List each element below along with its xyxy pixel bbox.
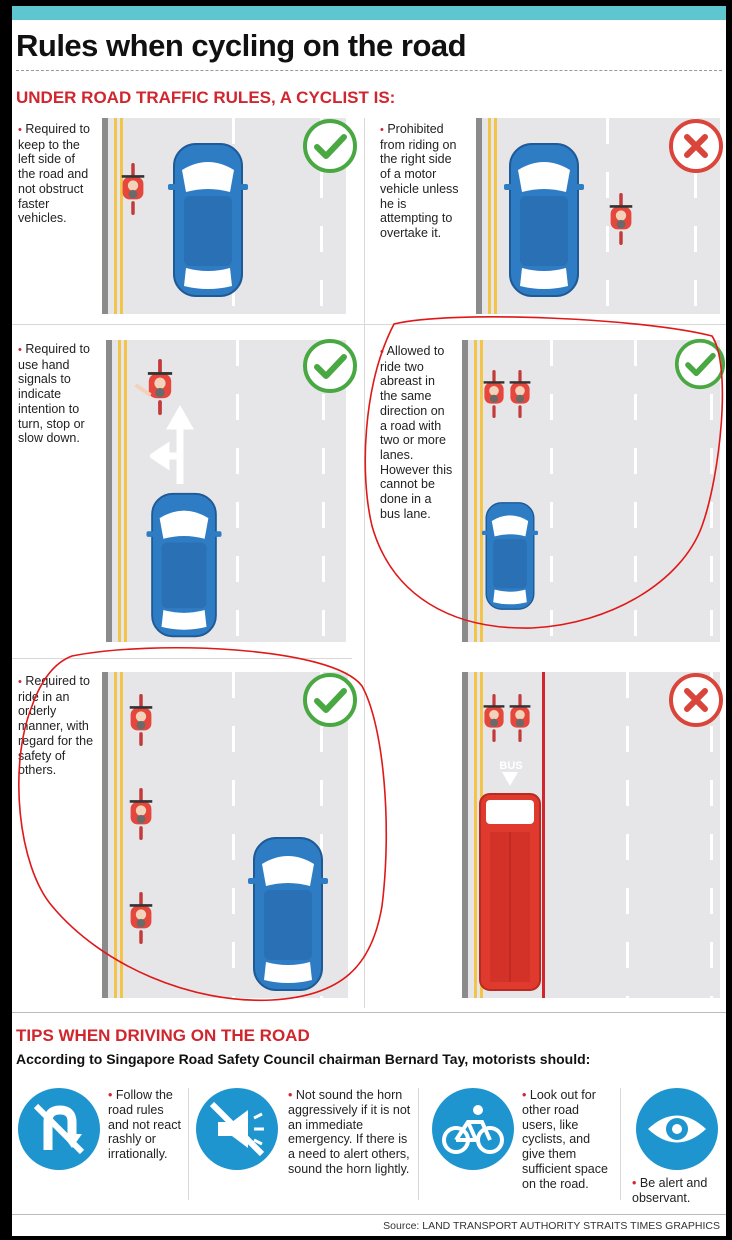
tips-divider bbox=[12, 1012, 726, 1013]
car bbox=[504, 140, 584, 300]
row-divider bbox=[12, 324, 726, 325]
bus-lane-arrow bbox=[502, 772, 518, 786]
source-credit: Source: LAND TRANSPORT AUTHORITY STRAITS… bbox=[383, 1220, 720, 1232]
top-accent-bar bbox=[12, 6, 726, 20]
tip-text: • Look out for other road users, like cy… bbox=[522, 1088, 608, 1191]
tip-divider bbox=[620, 1088, 621, 1200]
infographic-page: Rules when cycling on the road UNDER ROA… bbox=[12, 6, 726, 1236]
tip-text: • Be alert and observant. bbox=[632, 1176, 708, 1205]
rule-panel-orderly-manner: • Required to ride in an orderly manner,… bbox=[12, 668, 364, 1004]
car bbox=[168, 140, 248, 300]
cyclist bbox=[482, 692, 506, 744]
rule-panel-hand-signals: • Required to use hand signals to indica… bbox=[12, 336, 364, 652]
check-icon bbox=[302, 672, 358, 728]
tip-divider bbox=[418, 1088, 419, 1200]
title-divider bbox=[16, 70, 722, 71]
bus-lane-marking: BUS bbox=[499, 760, 523, 772]
no-u-turn-icon bbox=[18, 1088, 100, 1170]
car bbox=[482, 500, 538, 612]
footer-divider bbox=[12, 1214, 726, 1215]
rule-panel-keep-left: • Required to keep to the left side of t… bbox=[12, 118, 364, 318]
cyclist bbox=[128, 890, 154, 946]
tip-divider bbox=[188, 1088, 189, 1200]
rule-panel-no-right-side: • Prohibited from riding on the right si… bbox=[374, 118, 726, 318]
tips-subheading: According to Singapore Road Safety Counc… bbox=[16, 1051, 591, 1067]
rules-section-heading: UNDER ROAD TRAFFIC RULES, A CYCLIST IS: bbox=[16, 88, 396, 107]
cyclist bbox=[482, 368, 506, 420]
cyclist bbox=[508, 368, 532, 420]
rule-text: • Required to use hand signals to indica… bbox=[18, 342, 90, 446]
page-title: Rules when cycling on the road bbox=[16, 28, 467, 63]
rule-panel-two-abreast: • Allowed to ride two abreast in the sam… bbox=[374, 336, 726, 652]
column-divider bbox=[364, 118, 365, 1008]
bus bbox=[479, 793, 541, 991]
road-illustration bbox=[106, 340, 346, 642]
rule-panel-no-bus-lane: BUS bbox=[374, 668, 726, 1004]
check-icon bbox=[302, 118, 358, 174]
rule-text: • Required to ride in an orderly manner,… bbox=[18, 674, 94, 778]
tip-text: • Not sound the horn aggressively if it … bbox=[288, 1088, 411, 1176]
cross-icon bbox=[668, 672, 724, 728]
tip-text: • Follow the road rules and not react ra… bbox=[108, 1088, 181, 1162]
rule-text: • Prohibited from riding on the right si… bbox=[380, 122, 459, 240]
rule-text: • Allowed to ride two abreast in the sam… bbox=[380, 344, 453, 521]
road-illustration: BUS bbox=[462, 672, 720, 998]
cyclist bbox=[128, 692, 154, 748]
car bbox=[248, 834, 328, 994]
turn-arrow-icon bbox=[150, 404, 195, 484]
check-icon bbox=[302, 338, 358, 394]
cyclist bbox=[120, 162, 146, 216]
cyclist bbox=[608, 192, 634, 246]
tips-heading: TIPS WHEN DRIVING ON THE ROAD bbox=[16, 1026, 310, 1045]
rule-text: • Required to keep to the left side of t… bbox=[18, 122, 90, 226]
no-horn-icon bbox=[196, 1088, 278, 1170]
car bbox=[146, 490, 222, 640]
cyclist bbox=[128, 786, 154, 842]
bicycle-icon bbox=[432, 1088, 514, 1170]
row-divider bbox=[12, 658, 352, 659]
check-icon bbox=[674, 338, 726, 390]
cyclist bbox=[508, 692, 532, 744]
cross-icon bbox=[668, 118, 724, 174]
eye-icon bbox=[636, 1088, 718, 1170]
